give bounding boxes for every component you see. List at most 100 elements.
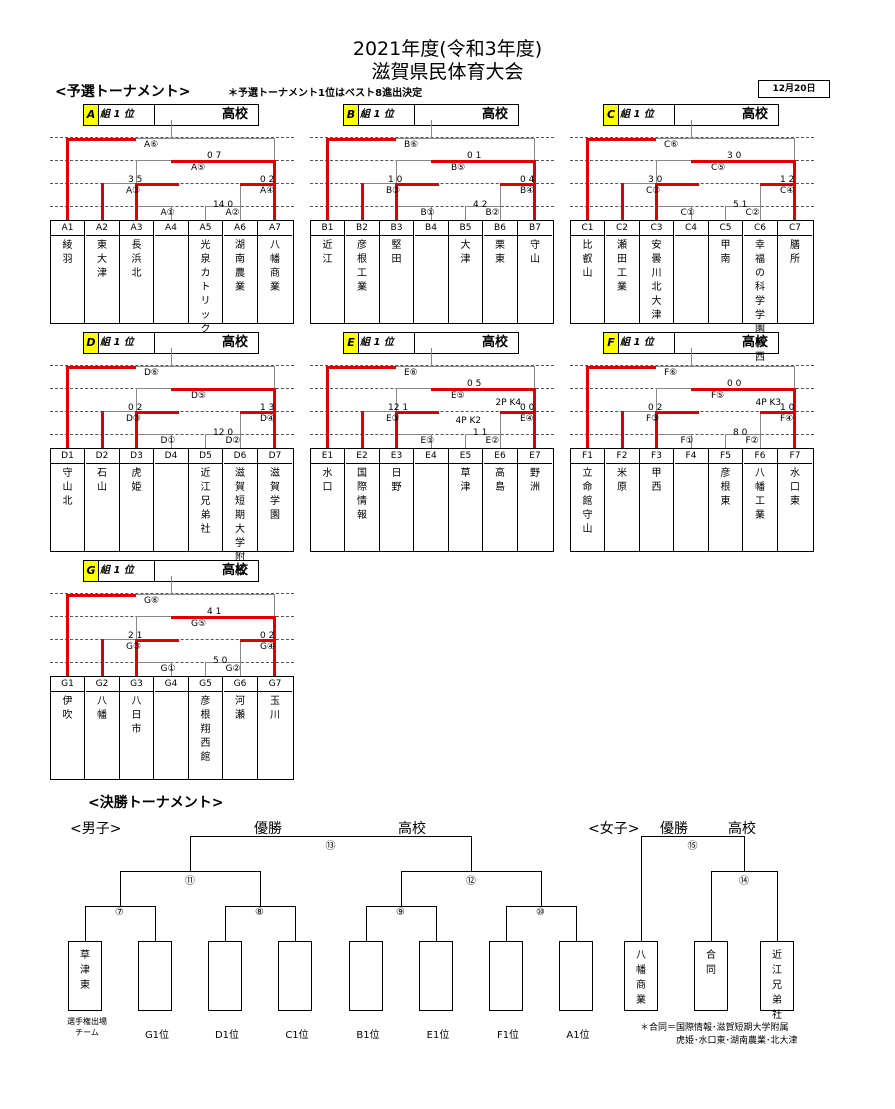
match-label: F③ [646,414,660,424]
team-name: 長浜北 [131,240,142,279]
final-bracket-line [641,836,744,837]
bracket-gridline [310,365,554,366]
final-bracket-line [225,906,295,907]
team-name: 彦根東 [720,468,731,507]
team-code: A3 [120,221,153,236]
match-score: 0 7 [207,151,222,161]
team-name: 守山北 [62,468,73,507]
bracket-line [239,183,241,220]
final-bracket-line [506,906,576,907]
team-name: 安曇川北大津 [651,240,662,321]
winner-path [690,388,794,391]
team-code: E5 [449,449,482,464]
final-bracket-line [120,871,260,872]
school-label: 高校 [481,107,508,122]
team-code: D1 [51,449,84,464]
match-score: 3 0 [727,151,742,161]
round-number: ⑧ [255,907,264,918]
girls-label: <女子> [588,821,640,837]
team-name: 瀬田工業 [617,240,627,293]
match-label: G④ [260,642,276,652]
final-bracket-line [155,906,156,941]
team-name: 近江兄弟社 [200,468,211,535]
group-letter: B [344,105,359,125]
final-bracket-line [641,836,642,941]
winner-path [656,411,699,414]
match-label: C③ [646,186,661,196]
team-code: A6 [223,221,257,236]
seed-label: C1位 [285,1030,309,1041]
match-label: C⑥ [664,140,679,150]
bracket-gridline [310,434,554,435]
winner-path [67,366,136,369]
winner-path [396,411,439,414]
winner-path [100,639,104,676]
winner-path [273,160,276,220]
winner-path [759,183,794,186]
pk-score: 4P K2 [455,416,482,426]
match-score: 14 0 [213,200,234,210]
bracket-line [759,434,761,448]
bracket-line [170,206,172,220]
match-label: G⑥ [144,596,160,606]
team-code: G2 [85,677,119,692]
team-code: C1 [571,221,604,236]
match-label: C① [680,208,695,218]
match-label: B③ [386,186,401,196]
team-code: C3 [640,221,673,236]
school-label: 高校 [221,107,248,122]
bracket-line [205,662,206,676]
winner-path [135,639,138,676]
winner-path [499,183,534,186]
footnote-line2: 虎姫･水口東･湖南農業･北大津 [676,1036,798,1046]
bracket-line [690,120,692,138]
team-code: G5 [189,677,222,692]
team-code: D6 [223,449,257,464]
match-label: F⑥ [664,368,678,378]
bracket-line [499,183,501,220]
team-name: 八日市 [131,696,142,735]
title-line2: 滋賀県民体育大会 [371,61,524,83]
team-column: A4 [154,221,189,323]
bracket-line [361,183,396,184]
bracket-gridline [50,662,294,663]
group-letter: C [604,105,619,125]
bracket-line [621,183,656,184]
school-label: 高校 [221,563,248,578]
final-bracket-line [436,906,437,941]
winner-path [533,388,536,448]
winner-path [759,411,794,414]
team-name: 日野 [391,468,402,493]
round-number: ⑩ [536,907,545,918]
final-bracket-line [711,871,712,941]
winner-path [273,388,276,448]
team-code: B4 [414,221,448,236]
winner-path [586,138,589,220]
match-score: 4 2 [473,200,488,210]
team-code: E3 [380,449,413,464]
bracket-line [725,206,760,207]
match-label: B① [420,208,435,218]
team-code: A1 [51,221,84,236]
match-label: E① [420,436,435,446]
bracket-line [136,662,171,663]
match-label: G① [160,664,176,674]
winner-path [135,183,138,220]
winner-path [170,160,274,163]
match-label: A⑥ [144,140,159,150]
winner-path [620,183,624,220]
